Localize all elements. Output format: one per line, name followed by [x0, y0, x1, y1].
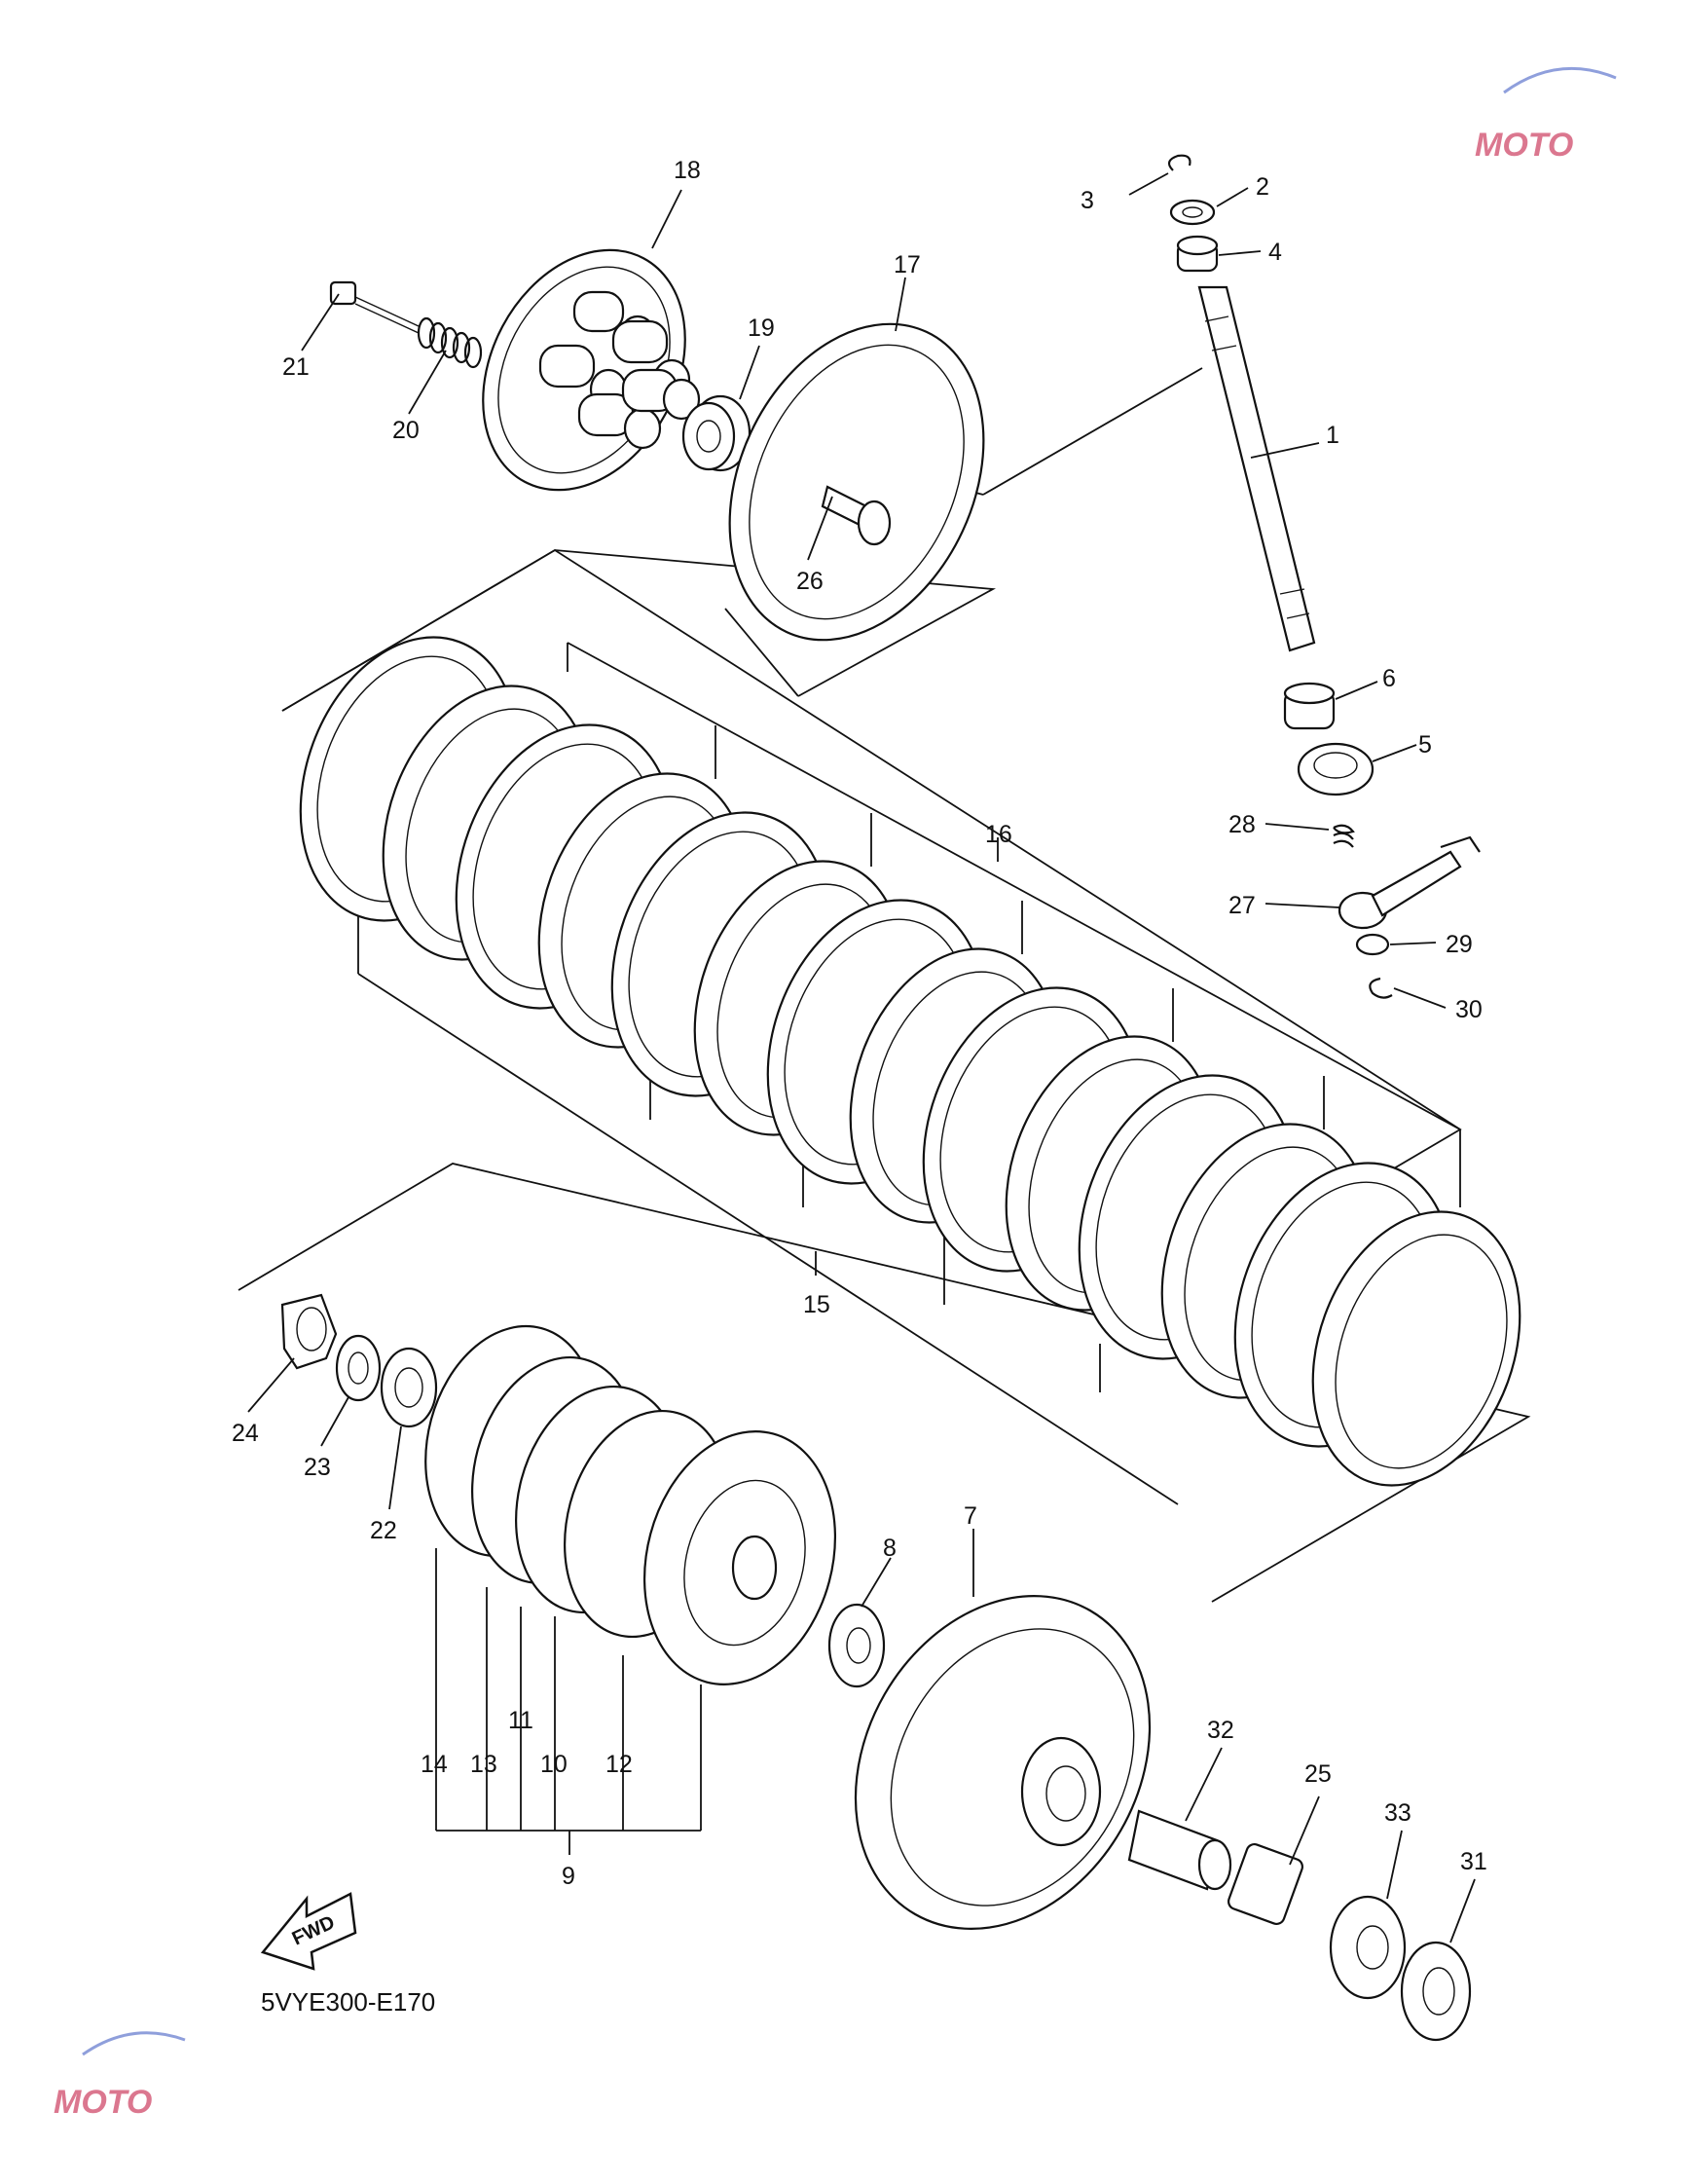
washer-22: [380, 1347, 438, 1428]
friction-plate-17: [728, 322, 985, 642]
diagram-code: 5VYE300-E170: [261, 1987, 435, 2017]
thrust-washer-8: [827, 1603, 886, 1688]
callout-17: 17: [894, 251, 921, 278]
bearing-6: [1283, 682, 1336, 730]
gear-33: [1329, 1895, 1407, 2000]
watermark-bottom-left: MOTO: [54, 2031, 186, 2121]
callout-5: 5: [1418, 731, 1432, 759]
needle-bearing-25: [1227, 1843, 1304, 1925]
callout-26: 26: [796, 568, 824, 595]
callout-7: 7: [964, 1502, 977, 1530]
callout-20: 20: [392, 417, 420, 444]
clutch-plate: [1311, 1210, 1521, 1487]
callout-labels: 1 2 3 4 5 6 7 8 9 10 11 12 13 14 15 16 1…: [232, 157, 1487, 1890]
leader-lines: [247, 172, 1476, 1943]
lock-washer-23: [335, 1334, 382, 1402]
callout-9: 9: [562, 1863, 575, 1890]
circlip-top: [1167, 154, 1191, 171]
push-rod: [821, 485, 892, 546]
lever-27: [1338, 835, 1481, 930]
spacer-32: [1127, 1809, 1232, 1891]
callout-22: 22: [370, 1517, 397, 1544]
callout-25: 25: [1304, 1760, 1332, 1788]
callout-15: 15: [803, 1291, 830, 1318]
callout-19: 19: [748, 315, 775, 342]
watermark-top-right: MOTO: [1475, 66, 1617, 164]
washer-29: [1355, 933, 1390, 956]
pressure-plate: [482, 248, 701, 492]
callout-13: 13: [470, 1751, 497, 1778]
callout-21: 21: [282, 353, 310, 381]
callout-8: 8: [883, 1535, 897, 1562]
callout-23: 23: [304, 1454, 331, 1481]
clutch-housing-7: [854, 1595, 1152, 1930]
callout-14: 14: [421, 1751, 448, 1778]
callout-3: 3: [1081, 187, 1094, 214]
circlip-30: [1369, 977, 1393, 999]
callout-2: 2: [1256, 173, 1269, 201]
forward-arrow-icon: FWD: [260, 1892, 357, 1971]
callout-10: 10: [540, 1751, 568, 1778]
watermark-text: MOTO: [54, 2084, 152, 2121]
lock-nut-24: [280, 1293, 338, 1370]
callout-4: 4: [1268, 239, 1282, 266]
spring: [417, 316, 483, 369]
callout-24: 24: [232, 1420, 259, 1447]
clutch-plate-stack: [299, 636, 1521, 1487]
callout-33: 33: [1384, 1799, 1411, 1827]
bushing-top: [1176, 235, 1219, 273]
callout-1: 1: [1326, 422, 1339, 449]
washer-top: [1169, 199, 1216, 226]
spring-28: [1333, 824, 1355, 848]
watermark-text: MOTO: [1475, 127, 1573, 164]
callout-29: 29: [1446, 931, 1473, 958]
callout-27: 27: [1228, 892, 1256, 919]
callout-32: 32: [1207, 1717, 1234, 1744]
push-lever-shaft: [1197, 285, 1316, 652]
washer-31: [1400, 1941, 1472, 2042]
callout-11: 11: [508, 1707, 533, 1734]
bolt: [329, 280, 420, 334]
bearing: [681, 394, 751, 472]
callout-6: 6: [1382, 665, 1396, 692]
callout-28: 28: [1228, 811, 1256, 838]
oil-seal-5: [1297, 742, 1374, 796]
clutch-boss-assembly: [424, 1324, 837, 1685]
callout-18: 18: [674, 157, 701, 184]
callout-30: 30: [1455, 996, 1483, 1023]
callout-16: 16: [985, 821, 1012, 848]
callout-31: 31: [1460, 1848, 1487, 1875]
callout-12: 12: [605, 1751, 633, 1778]
